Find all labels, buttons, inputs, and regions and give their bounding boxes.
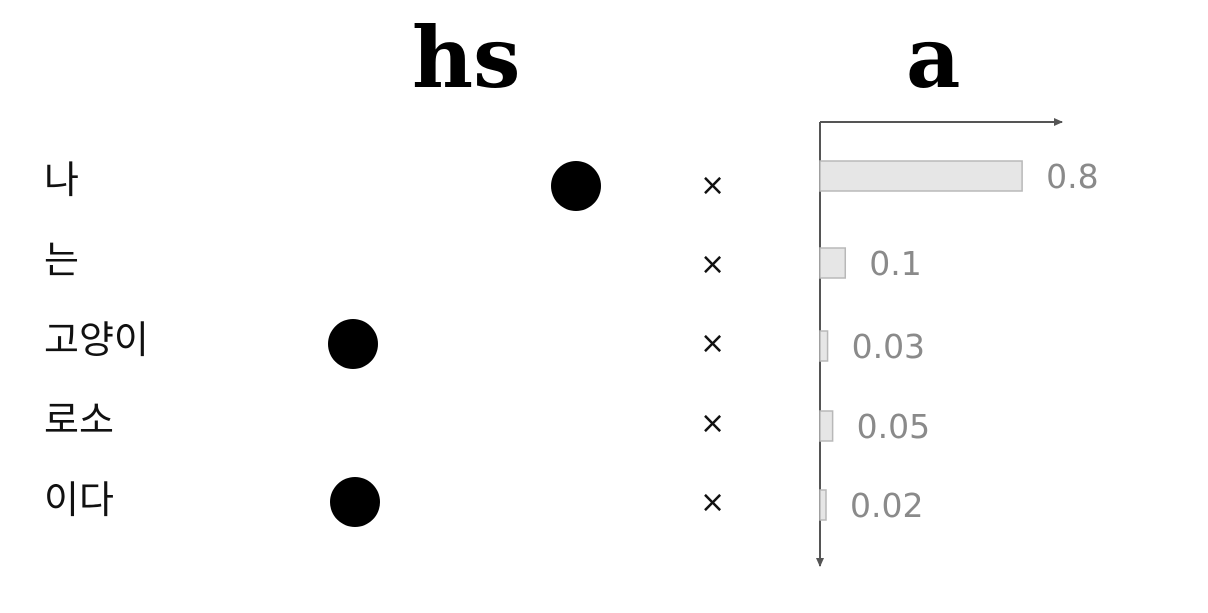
- word-label-neun: 는: [44, 238, 79, 282]
- weight-value-label: 0.1: [869, 244, 921, 283]
- multiply-sign: ×: [700, 168, 726, 203]
- attention-weights-chart: 0.8 0.1 0.03 0.05 0.02: [816, 118, 1099, 567]
- weight-bar: [819, 247, 847, 279]
- word-label-goyangi: 고양이: [44, 318, 149, 362]
- weight-value-label: 0.8: [1046, 157, 1098, 196]
- weight-bar: [819, 330, 829, 362]
- weight-value-label: 0.05: [857, 407, 930, 446]
- hs-vector-dot: [551, 161, 601, 211]
- weight-bar: [819, 410, 834, 442]
- multiply-sign: ×: [700, 326, 726, 361]
- multiply-sign: ×: [700, 247, 726, 282]
- hs-vector-dot: [328, 319, 378, 369]
- weight-value-label: 0.03: [852, 327, 925, 366]
- word-label-roso: 로소: [44, 398, 114, 442]
- multiply-sign: ×: [700, 485, 726, 520]
- hs-title: hs: [412, 8, 521, 107]
- hs-vector-dot: [330, 477, 380, 527]
- weight-value-label: 0.02: [850, 486, 923, 525]
- word-label-na: 나: [44, 158, 79, 202]
- a-title: a: [906, 8, 961, 107]
- weight-bar: [819, 489, 827, 521]
- word-label-ida: 이다: [44, 478, 114, 522]
- weight-bar: [819, 160, 1023, 192]
- multiply-sign: ×: [700, 406, 726, 441]
